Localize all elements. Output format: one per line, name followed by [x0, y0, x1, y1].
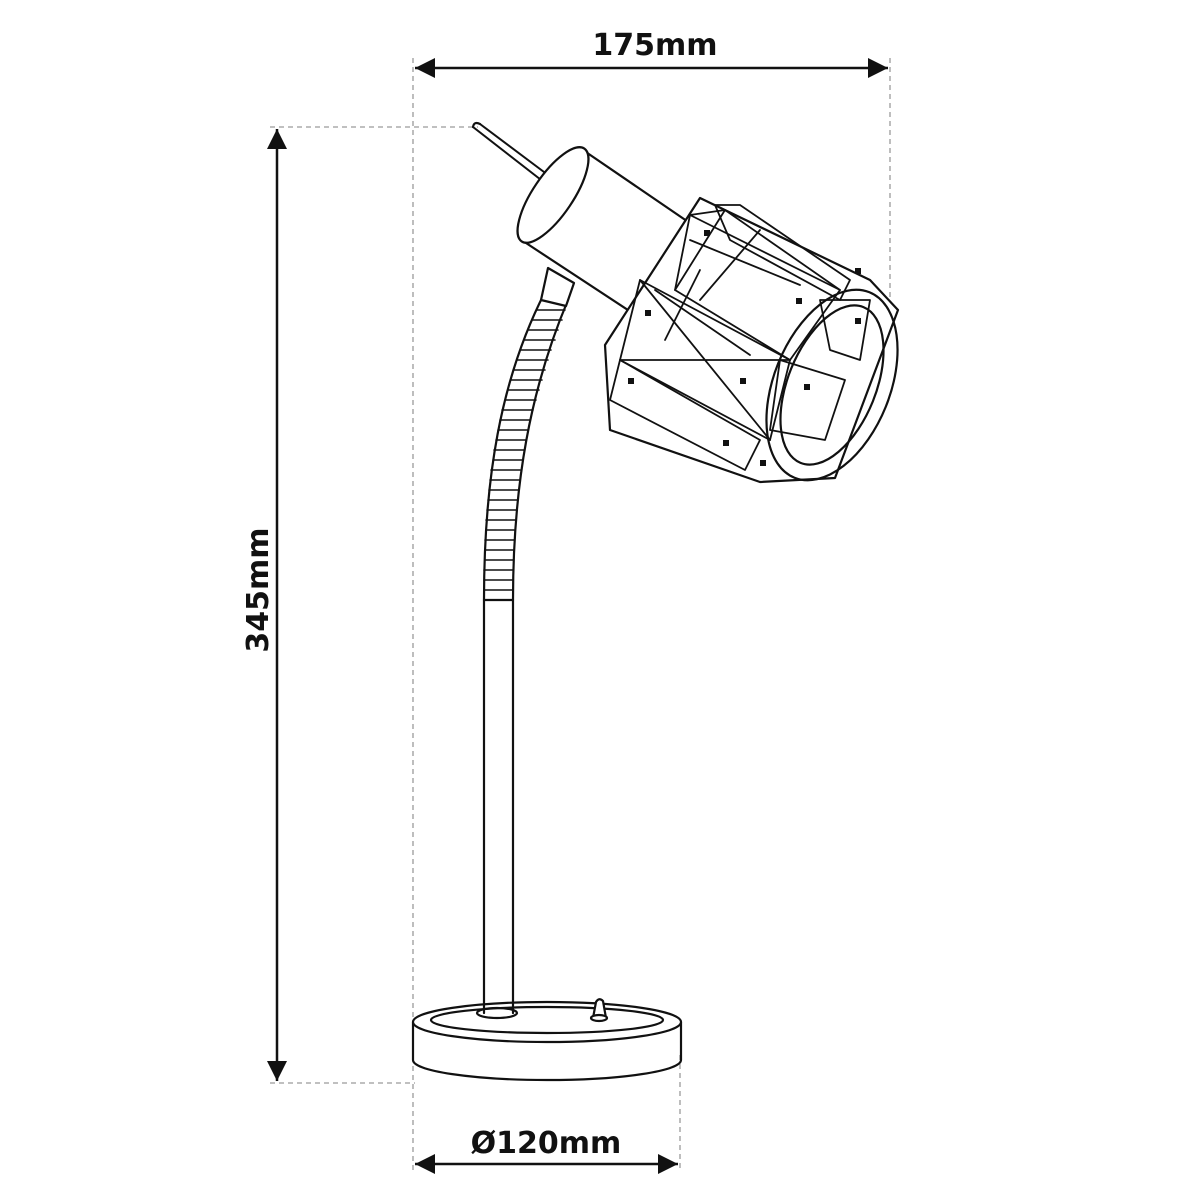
extension-guides: [270, 58, 891, 1172]
width-label: 175mm: [592, 28, 717, 63]
shade-panels: [609, 204, 871, 471]
lamp-illustration: [411, 121, 900, 1082]
gooseneck-arm: [482, 266, 576, 602]
switch-toggle: [589, 998, 609, 1023]
lamp-stem: [482, 598, 515, 1015]
height-label: 345mm: [241, 527, 276, 652]
width-dimension: 175mm: [415, 28, 888, 78]
lamp-base: [411, 1000, 683, 1082]
base-diameter-dimension: Ø120mm: [415, 1126, 678, 1174]
crystal-shade: [603, 196, 900, 484]
shade-rivets: [628, 230, 861, 466]
height-dimension: 345mm: [241, 129, 287, 1081]
base-diameter-label: Ø120mm: [471, 1126, 622, 1161]
shade-opening: [765, 288, 899, 482]
